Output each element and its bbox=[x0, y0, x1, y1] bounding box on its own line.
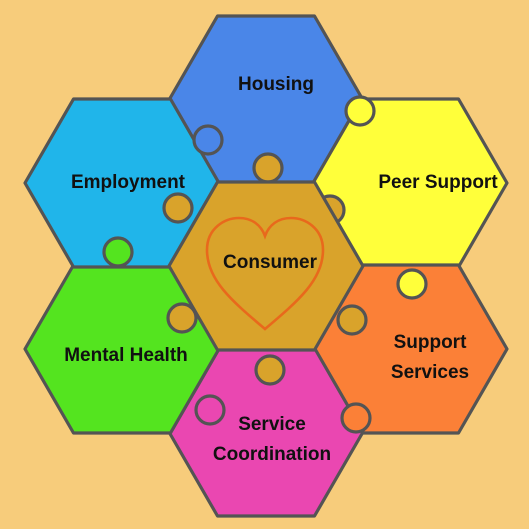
housing-label: Housing bbox=[238, 74, 314, 95]
puzzle-tabs bbox=[102, 95, 428, 434]
puzzle-tab bbox=[252, 152, 284, 184]
support-services-label: Services bbox=[391, 362, 469, 383]
puzzle-tab bbox=[336, 304, 368, 336]
consumer-label: Consumer bbox=[223, 252, 318, 273]
puzzle-tab bbox=[194, 394, 226, 426]
mental-health-label: Mental Health bbox=[64, 345, 188, 366]
service-coordination-label: Service bbox=[238, 414, 306, 435]
consumer-hexagon bbox=[167, 180, 365, 352]
puzzle-tab bbox=[396, 268, 428, 300]
puzzle-tab bbox=[166, 302, 198, 334]
employment-label: Employment bbox=[71, 172, 186, 193]
support-services-label: Support bbox=[394, 332, 467, 353]
puzzle-tab bbox=[340, 402, 372, 434]
puzzle-tab bbox=[192, 124, 224, 156]
service-coordination-label: Coordination bbox=[213, 444, 331, 465]
center-piece: Consumer bbox=[167, 180, 365, 352]
heart-icon bbox=[205, 216, 325, 331]
puzzle-tab bbox=[344, 95, 376, 127]
puzzle-tab bbox=[162, 192, 194, 224]
peer-support-label: Peer Support bbox=[378, 172, 498, 193]
puzzle-tab bbox=[254, 354, 286, 386]
puzzle-tab bbox=[102, 236, 134, 268]
